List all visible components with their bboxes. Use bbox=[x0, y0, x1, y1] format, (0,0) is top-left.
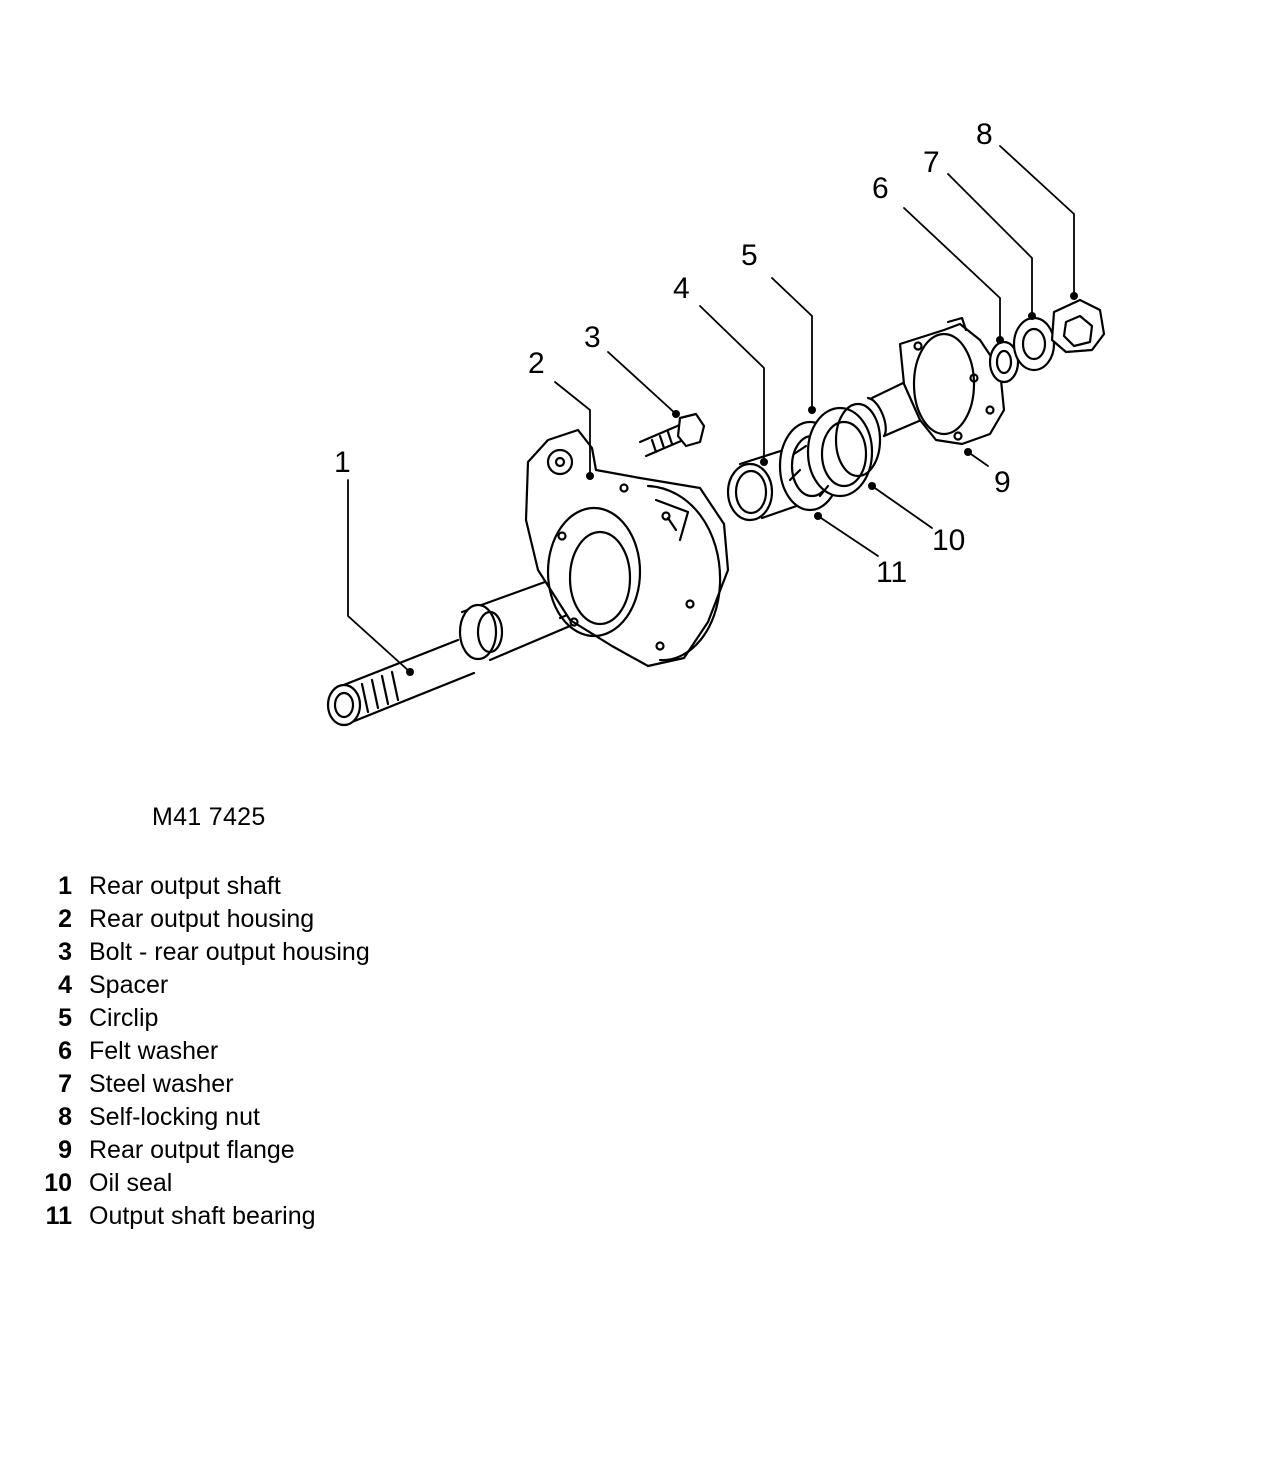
legend-item: 4 Spacer bbox=[36, 969, 370, 1002]
legend-label: Rear output shaft bbox=[89, 872, 281, 900]
leader-lines bbox=[347, 145, 1075, 673]
legend-number: 8 bbox=[58, 1103, 72, 1131]
callout-2: 2 bbox=[528, 347, 545, 380]
legend-item: 8 Self-locking nut bbox=[36, 1101, 370, 1134]
legend-item: 10 Oil seal bbox=[36, 1167, 370, 1200]
legend-number: 6 bbox=[58, 1037, 72, 1065]
figure-reference: M41 7425 bbox=[152, 803, 266, 831]
legend-item: 7 Steel washer bbox=[36, 1068, 370, 1101]
legend-number: 11 bbox=[45, 1202, 72, 1230]
legend-label: Output shaft bearing bbox=[89, 1202, 316, 1230]
legend-number: 2 bbox=[58, 905, 72, 933]
callout-10: 10 bbox=[932, 524, 965, 557]
callout-5: 5 bbox=[741, 239, 758, 272]
legend-number: 7 bbox=[58, 1070, 72, 1098]
legend-number: 1 bbox=[58, 872, 72, 900]
legend-label: Self-locking nut bbox=[89, 1103, 260, 1131]
legend-item: 6 Felt washer bbox=[36, 1035, 370, 1068]
callout-6: 6 bbox=[872, 172, 889, 205]
callout-8: 8 bbox=[976, 118, 993, 151]
callout-11: 11 bbox=[876, 556, 907, 589]
bolt-drawing bbox=[638, 412, 706, 458]
callout-7: 7 bbox=[923, 146, 940, 179]
legend-number: 9 bbox=[58, 1136, 72, 1164]
legend-number: 3 bbox=[58, 938, 72, 966]
rear-output-housing-drawing bbox=[524, 428, 730, 668]
callout-3: 3 bbox=[584, 321, 601, 354]
callout-9: 9 bbox=[994, 466, 1011, 499]
bearing-seal-assembly-drawing bbox=[778, 402, 882, 512]
leader-dots bbox=[406, 292, 1078, 676]
legend-label: Oil seal bbox=[89, 1169, 173, 1197]
legend-label: Bolt - rear output housing bbox=[89, 938, 370, 966]
legend-label: Rear output housing bbox=[89, 905, 315, 933]
legend-label: Rear output flange bbox=[89, 1136, 295, 1164]
legend-label: Circlip bbox=[89, 1004, 159, 1032]
callout-4: 4 bbox=[673, 272, 690, 305]
legend-number: 4 bbox=[58, 971, 72, 999]
legend-item: 3 Bolt - rear output housing bbox=[36, 936, 370, 969]
legend-item: 11 Output shaft bearing bbox=[36, 1200, 370, 1233]
legend-item: 9 Rear output flange bbox=[36, 1134, 370, 1167]
exploded-view-diagram: 1 2 3 4 5 6 7 8 9 10 11 bbox=[326, 118, 1106, 727]
washers-and-nut-drawing bbox=[988, 298, 1106, 384]
legend-label: Steel washer bbox=[89, 1070, 234, 1098]
legend-number: 5 bbox=[58, 1004, 72, 1032]
legend-item: 1 Rear output shaft bbox=[36, 870, 370, 903]
legend-item: 5 Circlip bbox=[36, 1002, 370, 1035]
callout-1: 1 bbox=[334, 446, 351, 479]
legend-label: Felt washer bbox=[89, 1037, 219, 1065]
legend-number: 10 bbox=[44, 1169, 72, 1197]
legend-label: Spacer bbox=[89, 971, 169, 999]
rear-output-flange-drawing bbox=[866, 316, 1006, 446]
legend-item: 2 Rear output housing bbox=[36, 903, 370, 936]
